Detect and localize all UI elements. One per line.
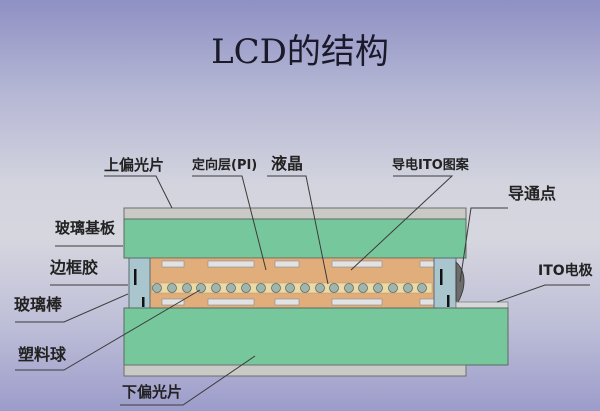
label-liquid-crystal: 液晶	[271, 154, 304, 173]
left-frame-sealant	[128, 257, 151, 309]
upper-glass-substrate	[123, 218, 467, 259]
lower-ito-pattern	[161, 298, 435, 306]
label-conductive-point: 导通点	[508, 184, 557, 203]
upper-polarizer-layer	[123, 207, 467, 220]
lower-polarizer-layer	[123, 364, 467, 377]
label-ito-pattern: 导电ITO图案	[392, 158, 469, 173]
label-glass-substrate: 玻璃基板	[55, 219, 116, 237]
label-glass-rod: 玻璃棒	[14, 295, 63, 314]
conductive-point	[455, 261, 465, 307]
label-plastic-ball: 塑料球	[18, 345, 67, 364]
liquid-crystal-cell	[149, 257, 435, 309]
right-frame-sealant	[433, 257, 465, 309]
label-alignment-layer: 定向层(PI)	[192, 158, 258, 173]
page-title: LCD的结构	[211, 32, 389, 72]
ito-electrode-strip	[455, 301, 509, 309]
plastic-ball-spacers	[152, 283, 427, 293]
label-frame-sealant: 边框胶	[50, 258, 99, 277]
label-lower-polarizer: 下偏光片	[122, 383, 183, 401]
lower-glass-substrate	[123, 307, 509, 366]
leader-lines	[15, 175, 590, 406]
label-ito-electrode: ITO电极	[538, 263, 593, 279]
label-upper-polarizer: 上偏光片	[104, 156, 165, 174]
